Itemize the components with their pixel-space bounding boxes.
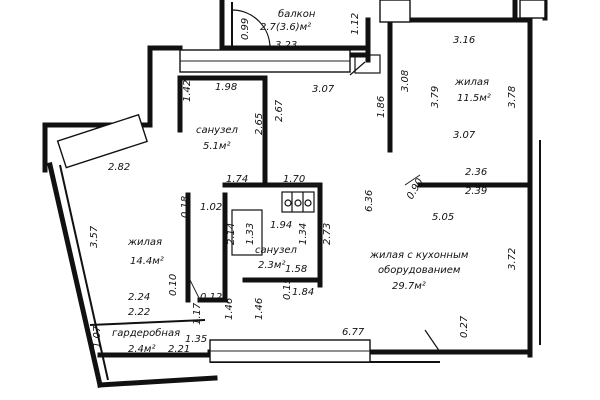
living-kitchen-name: жилая с кухонным [369, 250, 469, 261]
dim-636: 6.36 [364, 190, 375, 212]
dim-323: 3.23 [275, 40, 297, 51]
wardrobe-name: гардеробная [112, 327, 180, 339]
dim-170: 1.70 [283, 174, 305, 185]
dim-184: 1.84 [292, 287, 314, 298]
dim-194: 1.94 [270, 220, 292, 231]
fixture-circle-2 [294, 199, 302, 207]
dim-010: 0.10 [168, 274, 179, 296]
dim-222: 2.22 [128, 307, 150, 318]
column-box [354, 54, 381, 74]
dim-316: 3.16 [453, 35, 475, 46]
dim-142: 1.42 [182, 80, 193, 102]
balcony-name: балкон [278, 8, 316, 20]
dim-134: 1.34 [298, 223, 309, 245]
living-right-name: жилая [454, 77, 489, 88]
dim-186: 1.86 [376, 96, 387, 118]
living-left-area: 14.4м² [130, 256, 164, 267]
wardrobe-top-wall [89, 319, 206, 326]
living-right-area: 11.5м² [457, 93, 491, 104]
corner-window [519, 0, 546, 19]
balcony-door [231, 9, 271, 49]
left-diagonal-wall-inner [59, 164, 109, 381]
dim-221: 2.21 [168, 344, 190, 355]
dim-677: 6.77 [342, 327, 365, 338]
left-diagonal-wall [47, 162, 103, 388]
wardrobe-area: 2.4м² [128, 344, 155, 355]
entry-door [424, 329, 441, 353]
balcony-door-2 [349, 61, 366, 76]
bath-top-name: санузел [196, 125, 239, 136]
dim-107: 1.07 [92, 325, 103, 348]
dim-015: 0.15 [282, 278, 293, 300]
dim-102: 1.02 [200, 202, 222, 213]
dim-357: 3.57 [89, 225, 100, 248]
dim-214: 2.14 [226, 223, 237, 245]
fixture-circle-1 [284, 199, 292, 207]
dim-027: 0.27 [459, 315, 470, 338]
living-left-name: жилая [127, 237, 162, 248]
dim-012: 0.12 [200, 292, 222, 303]
bath-small-name: санузел [255, 245, 298, 256]
dim-282: 2.82 [108, 162, 130, 173]
dim-307b: 3.07 [453, 130, 476, 141]
dim-236: 2.36 [465, 167, 487, 178]
small-bath-fixture [231, 209, 263, 256]
left-bottom-wall [97, 375, 218, 388]
washing-units [281, 191, 315, 213]
dim-090: 0.90 [405, 177, 426, 202]
dim-112: 1.12 [350, 13, 361, 35]
dim-198: 1.98 [215, 82, 237, 93]
dim-099: 0.99 [240, 18, 251, 40]
dim-158: 1.58 [285, 264, 307, 275]
dim-135: 1.35 [185, 334, 207, 345]
balcony-area: 2.7(3.6)м² [260, 22, 311, 33]
dim-133: 1.33 [245, 223, 256, 245]
fixture-circle-3 [304, 199, 312, 207]
dim-146b: 1.46 [254, 298, 265, 320]
dim-117: 1.17 [192, 302, 203, 325]
dim-146a: 1.46 [224, 298, 235, 320]
left-window [56, 113, 149, 169]
dim-174: 1.74 [226, 174, 248, 185]
dim-guide-090 [404, 174, 421, 186]
dim-505: 5.05 [432, 212, 454, 223]
living-kitchen-name-2: оборудованием [378, 264, 461, 276]
dim-guide-146 [189, 279, 201, 301]
dim-378: 3.78 [507, 86, 518, 108]
dim-273: 2.73 [322, 223, 333, 245]
dim-265: 2.65 [254, 113, 265, 135]
dim-379: 3.79 [430, 86, 441, 108]
dim-239: 2.39 [465, 186, 487, 197]
dim-267: 2.67 [274, 99, 285, 122]
bath-top-area: 5.1м² [203, 141, 230, 152]
bath-small-area: 2.3м² [258, 260, 285, 271]
dim-308: 3.08 [400, 70, 411, 92]
top-right-window [379, 0, 411, 23]
dim-018: 0.18 [180, 196, 191, 218]
dim-307a: 3.07 [312, 84, 335, 95]
dim-224: 2.24 [128, 292, 150, 303]
dim-372: 3.72 [507, 248, 518, 270]
living-kitchen-area: 29.7м² [392, 281, 426, 292]
